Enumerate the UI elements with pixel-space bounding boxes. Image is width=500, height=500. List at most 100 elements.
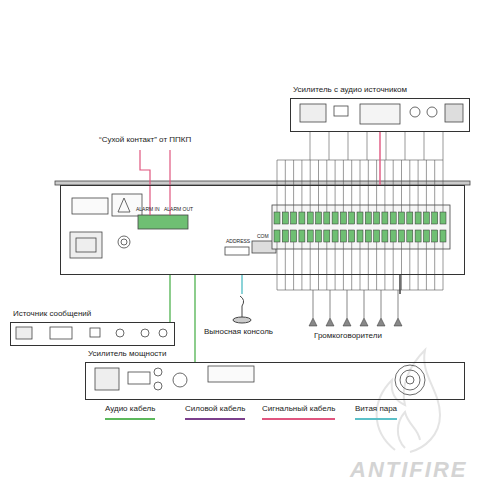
terminal	[399, 212, 405, 224]
terminal	[307, 212, 313, 224]
terminal	[282, 230, 288, 242]
device-box: Усилитель мощности	[85, 362, 465, 400]
terminal	[340, 212, 346, 224]
terminal	[324, 230, 330, 242]
terminal	[382, 212, 388, 224]
panel-marking: COM	[257, 234, 269, 240]
speaker-wire	[409, 242, 410, 290]
device-box: Усилитель с аудио источником	[290, 98, 470, 132]
speaker-stem	[347, 290, 348, 318]
terminal	[291, 230, 297, 242]
terminal	[374, 212, 380, 224]
panel-marking: ALARM IN	[136, 207, 160, 213]
speaker-wire	[401, 242, 402, 290]
microphone-icon	[233, 296, 251, 323]
device-title: Громкоговорители	[314, 332, 382, 341]
panel-marking: ADDRESS	[226, 239, 250, 245]
terminal	[407, 212, 413, 224]
legend-item: Сигнальный кабель	[262, 405, 335, 420]
speaker-wire	[285, 242, 286, 290]
amp-wire	[418, 160, 419, 212]
terminal	[432, 212, 438, 224]
legend-swatch	[185, 418, 245, 420]
speaker-stem	[364, 290, 365, 318]
terminal	[440, 212, 446, 224]
speaker	[394, 318, 402, 326]
legend-text: Аудио кабель	[105, 405, 155, 414]
amp-wire	[367, 132, 368, 160]
speaker-stem	[330, 290, 331, 318]
terminal	[440, 230, 446, 242]
terminal	[340, 230, 346, 242]
terminal	[316, 230, 322, 242]
amp-wire	[326, 160, 327, 212]
amp-wire	[335, 160, 336, 212]
amp-wire	[424, 132, 425, 160]
device-title: Источник сообщений	[13, 310, 91, 319]
terminal	[274, 230, 280, 242]
amp-wire	[405, 132, 406, 160]
speaker-stem	[313, 290, 314, 318]
terminal	[399, 230, 405, 242]
watermark: ANTIFIRE	[350, 458, 467, 482]
amp-wire	[285, 160, 286, 212]
speaker-wire	[318, 242, 319, 290]
control-unit-drawing	[55, 181, 470, 258]
cable-connector	[379, 132, 380, 185]
speaker-wire	[443, 242, 444, 290]
terminal	[282, 212, 288, 224]
speaker-wire	[426, 242, 427, 290]
device-box: Источник сообщений	[10, 322, 175, 346]
cable-connector	[399, 275, 400, 294]
speaker-wire	[384, 242, 385, 290]
speaker-wire	[418, 242, 419, 290]
amp-wire	[348, 132, 349, 160]
amp-wire	[443, 160, 444, 212]
device-box: ALARM IN ALARM OUT ADDRESS COM	[60, 185, 465, 275]
amp-wire	[434, 160, 435, 212]
speaker	[360, 318, 368, 326]
terminal	[365, 230, 371, 242]
speaker	[343, 318, 351, 326]
speaker-wire	[326, 242, 327, 290]
watermark-flame	[377, 350, 440, 452]
amp-wire	[426, 160, 427, 212]
terminal	[349, 230, 355, 242]
amp-wire	[443, 132, 444, 160]
amp-wire	[310, 132, 311, 160]
legend-text: Силовой кабель	[185, 405, 245, 414]
amp-bus	[277, 160, 443, 161]
speaker-wire	[368, 242, 369, 290]
device-title: Выносная консоль	[204, 328, 273, 337]
panel-marking: ALARM OUT	[164, 207, 193, 213]
legend-text: Витая пара	[355, 405, 397, 414]
speaker-icons	[309, 290, 402, 326]
amp-wire	[310, 160, 311, 212]
terminal	[415, 212, 421, 224]
amp-wire	[293, 160, 294, 212]
speaker-wire	[335, 242, 336, 290]
legend-item: Аудио кабель	[105, 405, 155, 420]
terminal	[432, 230, 438, 242]
amp-wire	[343, 160, 344, 212]
dry-contact-wire	[140, 150, 150, 215]
legend-text: Сигнальный кабель	[262, 405, 335, 414]
terminal	[390, 230, 396, 242]
cable-connector	[169, 275, 170, 322]
power-amplifier-drawing	[95, 365, 425, 395]
amp-wire	[386, 132, 387, 160]
terminal	[299, 230, 305, 242]
amp-wire	[393, 160, 394, 212]
speaker-wire	[343, 242, 344, 290]
terminal	[357, 230, 363, 242]
terminal-block	[274, 132, 446, 290]
terminal	[357, 212, 363, 224]
device-title: Усилитель с аудио источником	[293, 86, 407, 95]
speaker-wire	[351, 242, 352, 290]
speaker-wire	[360, 242, 361, 290]
amp-wire	[409, 160, 410, 212]
speaker	[377, 318, 385, 326]
terminal	[365, 212, 371, 224]
